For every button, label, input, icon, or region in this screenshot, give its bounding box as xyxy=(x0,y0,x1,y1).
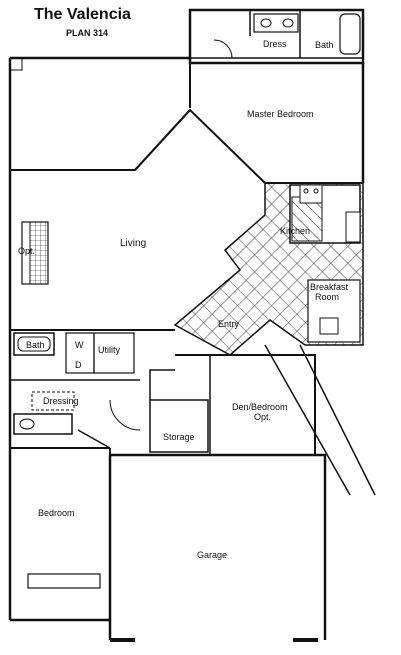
room-label-washer: W xyxy=(75,340,84,350)
room-label-utility: Utility xyxy=(98,345,120,355)
room-label-kitchen: Kitchen xyxy=(280,226,311,236)
room-label-opt: Opt. xyxy=(18,246,36,256)
room-label-garage: Garage xyxy=(197,550,228,560)
main-walls xyxy=(8,10,365,340)
room-label-dryer: D xyxy=(75,360,82,370)
room-label-master-bath: Bath xyxy=(315,40,334,50)
room-label-den-1: Den/Bedroom xyxy=(232,402,288,412)
room-label-dressing: Dressing xyxy=(43,396,79,406)
room-label-bedroom: Bedroom xyxy=(38,508,75,518)
room-label-bath: Bath xyxy=(26,340,45,350)
room-label-entry: Entry xyxy=(218,319,240,329)
master-suite-walls xyxy=(188,8,365,65)
room-label-breakfast-2: Room xyxy=(315,292,340,302)
room-label-master-bedroom: Master Bedroom xyxy=(247,109,314,119)
garage-den xyxy=(108,354,327,642)
walkway xyxy=(264,344,376,496)
plan-title: The Valencia xyxy=(34,6,131,23)
tile-area xyxy=(173,182,364,356)
room-label-dress: Dress xyxy=(263,39,287,49)
room-label-den-2: Opt. xyxy=(254,412,272,422)
room-label-breakfast-1: Breakfast xyxy=(310,282,349,292)
room-label-living: Living xyxy=(120,238,147,249)
room-label-storage: Storage xyxy=(163,432,195,442)
plan-number: PLAN 314 xyxy=(66,28,109,38)
